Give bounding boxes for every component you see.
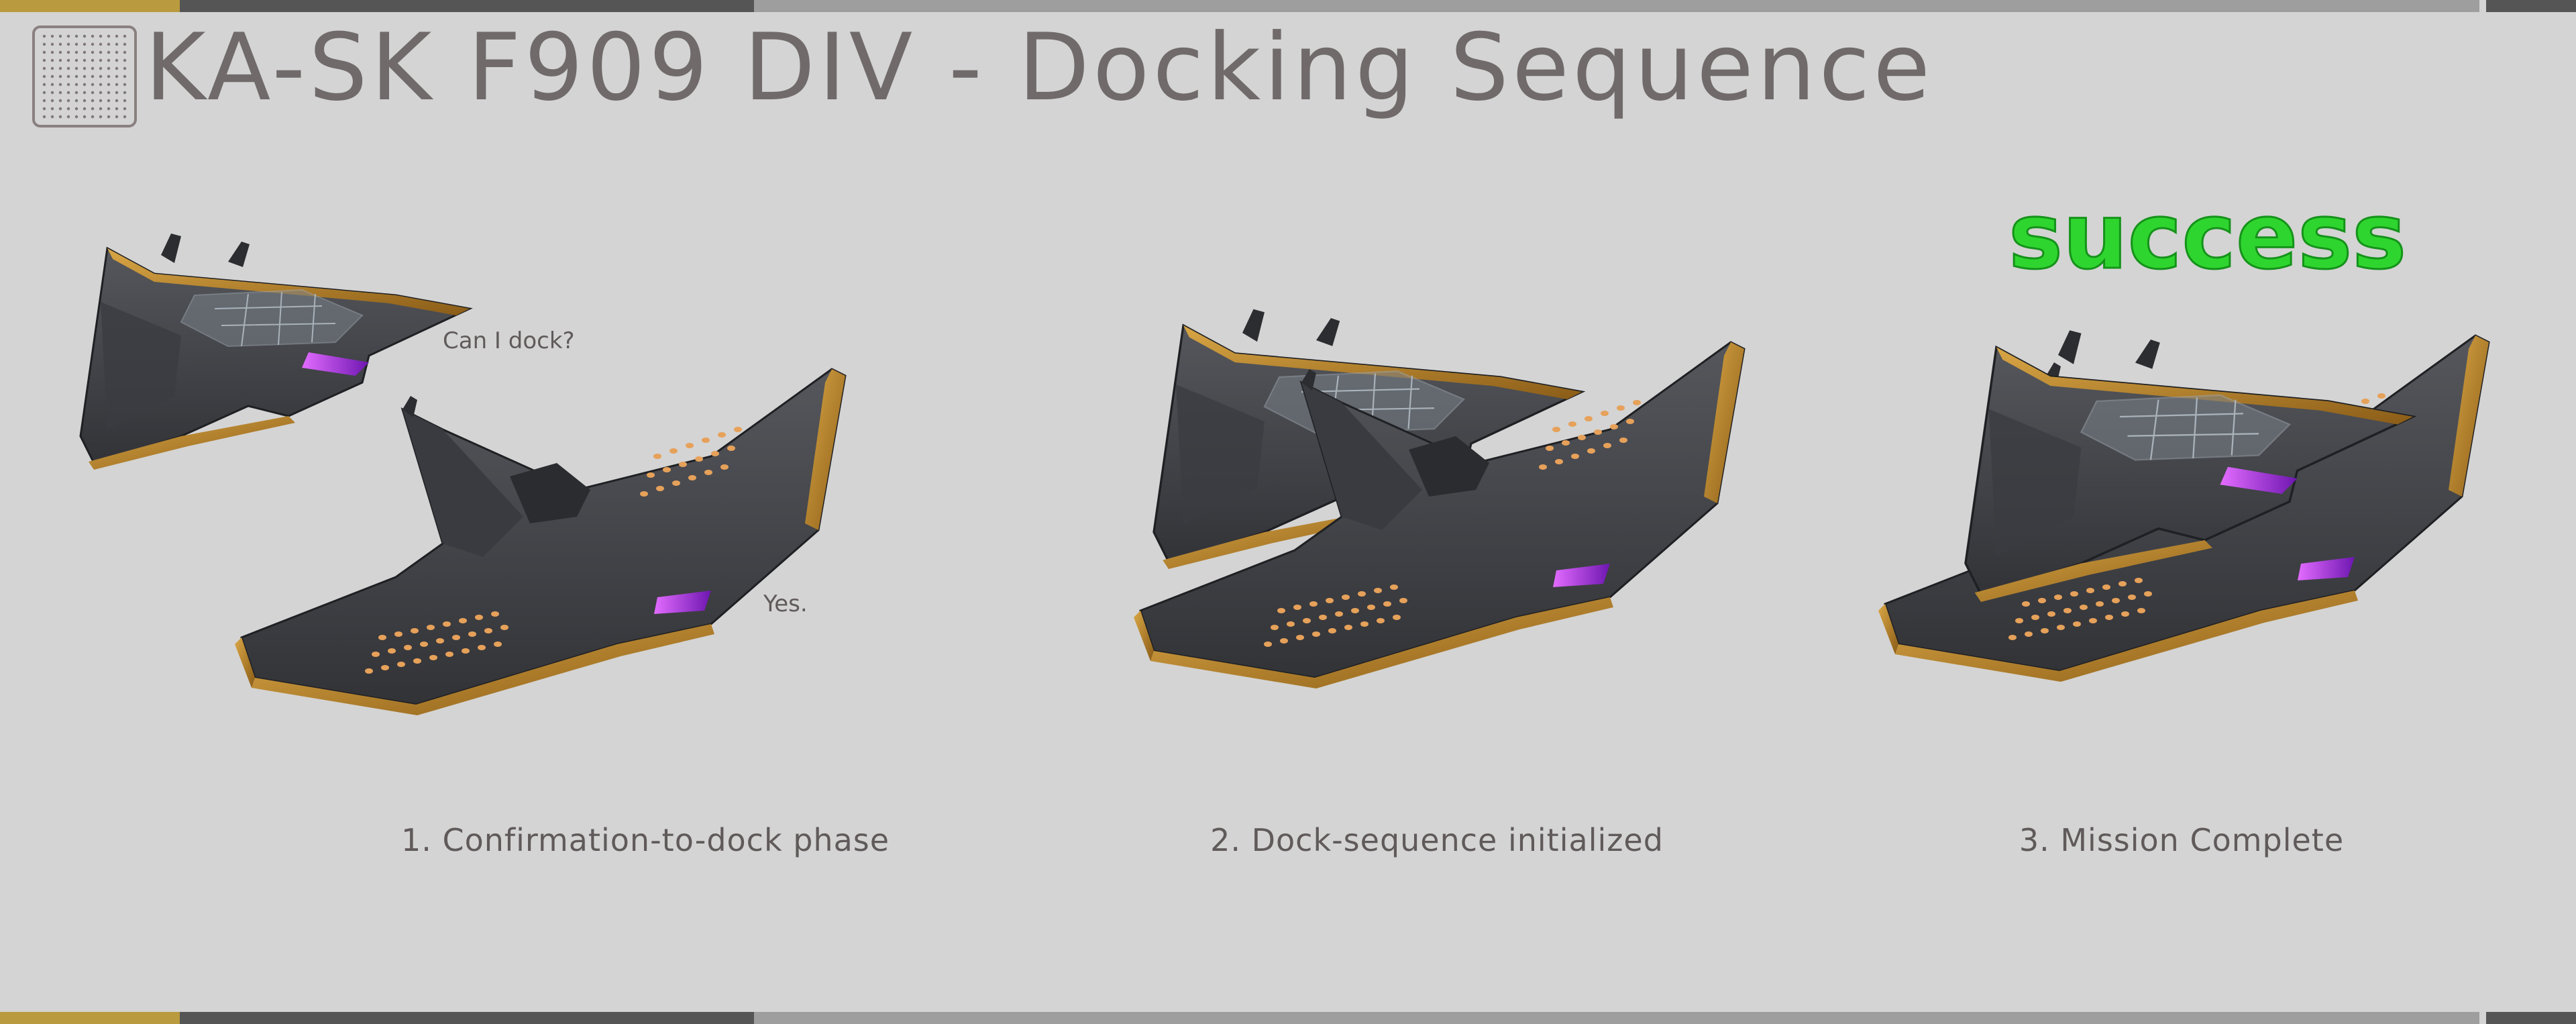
dot-grid-icon bbox=[32, 25, 137, 127]
dialog-answer: Yes. bbox=[763, 591, 808, 617]
band-dark-segment bbox=[180, 1012, 754, 1024]
success-status: success bbox=[2007, 183, 2407, 291]
step3-caption: 3. Mission Complete bbox=[2019, 822, 2345, 858]
step1-caption: 1. Confirmation-to-dock phase bbox=[400, 822, 890, 858]
bottom-color-band bbox=[0, 1012, 2576, 1024]
band-gap-segment bbox=[2479, 0, 2486, 12]
band-light-segment bbox=[754, 1012, 2479, 1024]
step3-docked-ship bbox=[1878, 330, 2489, 682]
step1-large-ship bbox=[233, 368, 847, 717]
page-title: KA-SK F909 DIV - Docking Sequence bbox=[145, 13, 1934, 121]
step2-caption: 2. Dock-sequence initialized bbox=[1210, 822, 1664, 858]
band-gold-segment bbox=[0, 1012, 180, 1024]
dialog-question: Can I dock? bbox=[443, 327, 575, 354]
band-dark-end-segment bbox=[2486, 0, 2576, 12]
band-gap-segment bbox=[2479, 1012, 2486, 1024]
band-gold-segment bbox=[0, 0, 180, 12]
band-dark-end-segment bbox=[2486, 1012, 2576, 1024]
band-dark-segment bbox=[180, 0, 754, 12]
band-light-segment bbox=[754, 0, 2479, 12]
top-color-band bbox=[0, 0, 2576, 12]
